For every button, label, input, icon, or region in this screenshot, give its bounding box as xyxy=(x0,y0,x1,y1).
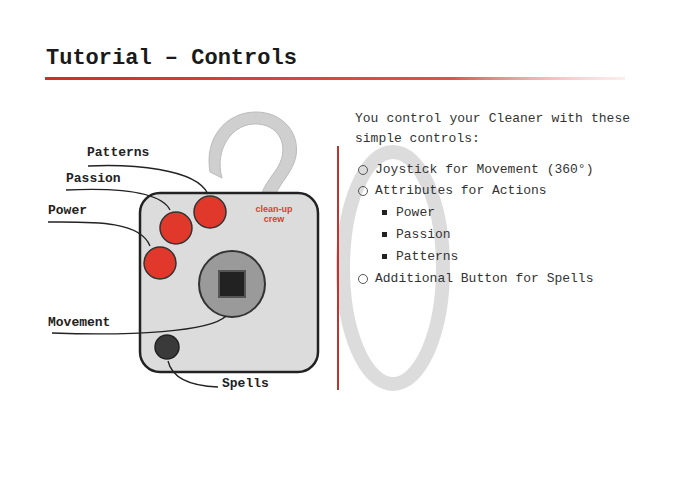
callout-label: Power xyxy=(48,203,87,218)
joystick-stick xyxy=(219,271,245,297)
passion-button xyxy=(160,212,192,244)
brand-text: clean-up crew xyxy=(246,205,302,225)
callout-label: Passion xyxy=(66,171,121,186)
callout-label: Movement xyxy=(48,315,110,330)
callout-label: Patterns xyxy=(87,145,149,160)
list-sub-item: Passion xyxy=(396,227,451,242)
list-item: Attributes for Actions xyxy=(375,183,547,198)
controller-body xyxy=(140,193,318,372)
list-bullet xyxy=(382,232,387,237)
page-title: Tutorial – Controls xyxy=(46,46,297,71)
list-bullet xyxy=(382,210,387,215)
patterns-button xyxy=(194,196,226,228)
list-bullet xyxy=(358,274,368,284)
hook-shape xyxy=(209,112,297,200)
list-item: Additional Button for Spells xyxy=(375,271,593,286)
divider-line xyxy=(337,146,339,390)
joystick-base xyxy=(199,251,265,317)
list-sub-item: Power xyxy=(396,205,435,220)
spells-button xyxy=(155,335,179,359)
list-bullet xyxy=(382,254,387,259)
power-button xyxy=(144,247,176,279)
list-bullet xyxy=(358,186,368,196)
list-item: Joystick for Movement (360°) xyxy=(375,162,593,177)
title-underline xyxy=(45,77,625,80)
intro-text: You control your Cleaner with these simp… xyxy=(355,109,630,149)
leader-line xyxy=(48,222,150,246)
callout-label: Spells xyxy=(222,376,269,391)
leader-line xyxy=(168,361,218,387)
list-sub-item: Patterns xyxy=(396,249,458,264)
list-bullet xyxy=(358,165,368,175)
